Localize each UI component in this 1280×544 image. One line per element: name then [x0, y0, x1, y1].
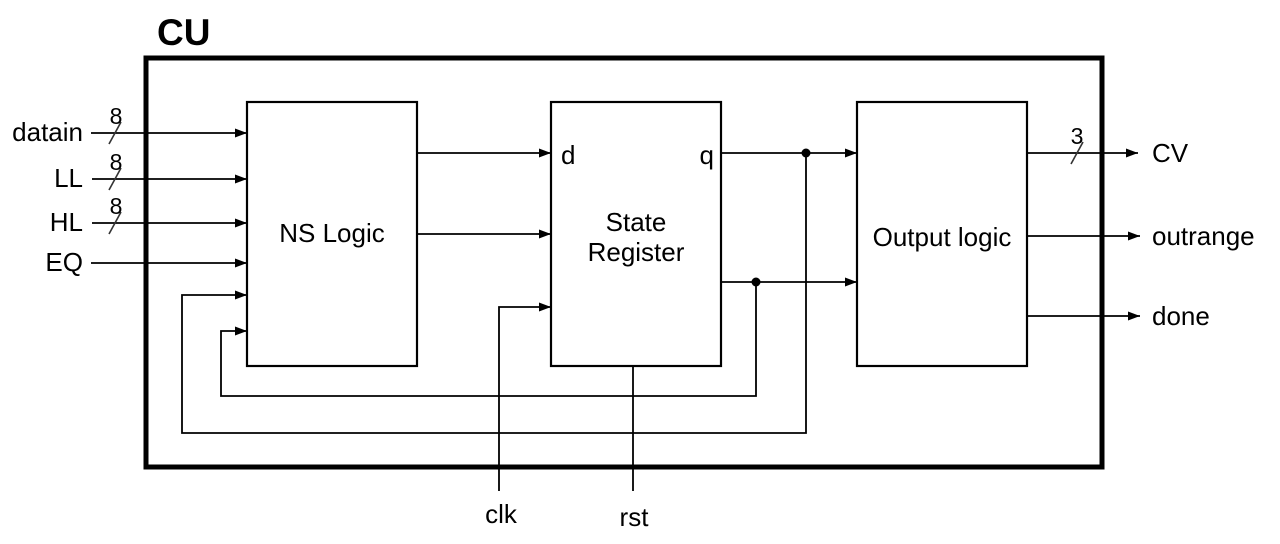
input-label-ll: LL	[54, 163, 83, 193]
hl-bus-slash	[108, 211, 122, 235]
input-label-datain: datain	[12, 117, 83, 147]
feedback-wire-outer	[181, 153, 807, 434]
state-register-label-line1: State	[606, 207, 667, 237]
output-logic-label: Output logic	[873, 222, 1012, 252]
feedback-wire-inner	[220, 282, 757, 397]
output-logic-block	[855, 100, 1029, 368]
diagram-title: CU	[157, 12, 210, 53]
ll-bus-slash	[108, 167, 122, 191]
cv-bus-slash	[1070, 141, 1084, 165]
output-label-cv: CV	[1152, 138, 1189, 168]
ns-logic-block	[245, 100, 419, 368]
hl-bus-width: 8	[110, 193, 123, 219]
input-label-eq: EQ	[45, 247, 83, 277]
input-label-hl: HL	[50, 207, 83, 237]
rst-label: rst	[620, 502, 650, 532]
state-register-label-line2: Register	[588, 237, 685, 267]
ll-bus-width: 8	[110, 149, 123, 175]
datain-bus-slash	[108, 121, 122, 145]
clk-wire	[498, 302, 551, 491]
port-label-d: d	[561, 140, 575, 170]
state-register-block	[549, 100, 723, 368]
clk-label: clk	[485, 499, 518, 529]
ns-logic-label: NS Logic	[279, 218, 385, 248]
output-label-outrange: outrange	[1152, 221, 1255, 251]
datain-bus-width: 8	[110, 103, 123, 129]
port-label-q: q	[700, 140, 714, 170]
cv-bus-width: 3	[1071, 123, 1084, 149]
input-wires	[91, 121, 247, 268]
output-label-done: done	[1152, 301, 1210, 331]
